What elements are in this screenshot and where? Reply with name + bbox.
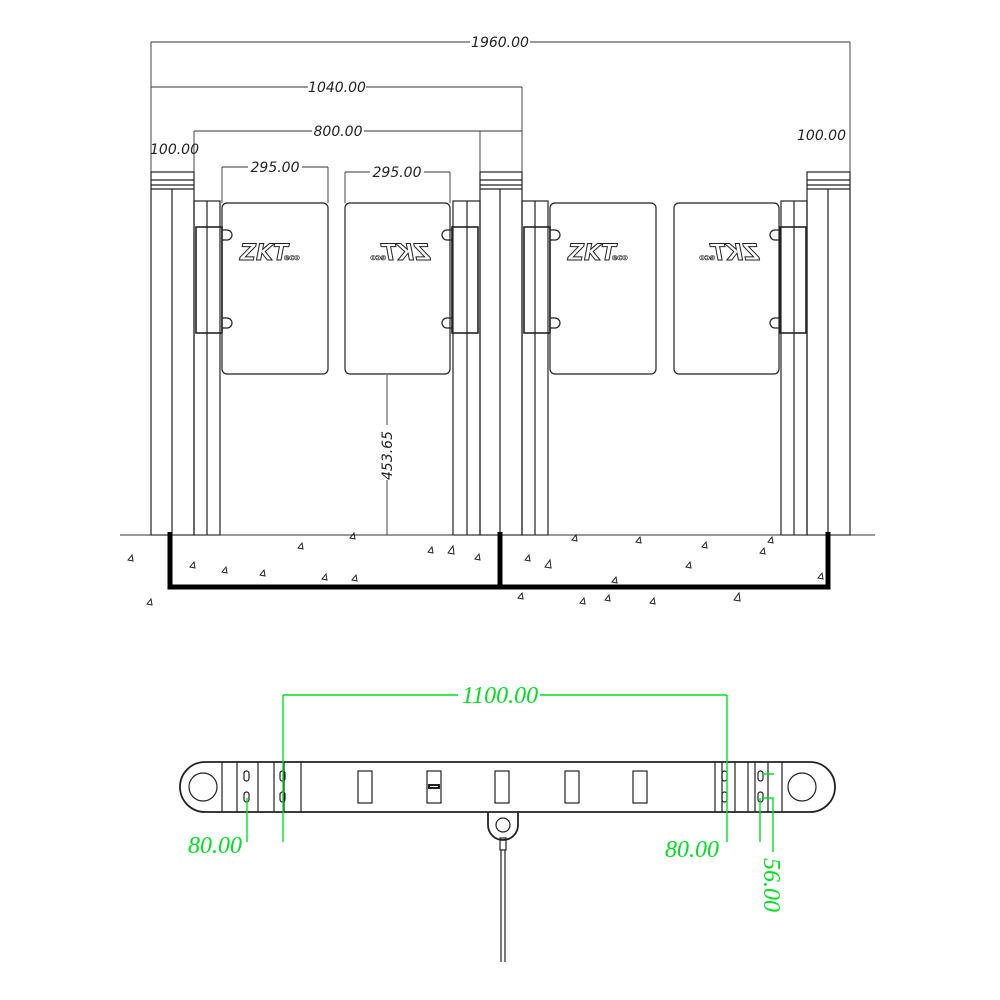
dim-left-100: 100.00 <box>150 142 199 158</box>
zkt-logo-mirrored: ZKT <box>380 241 431 266</box>
cable <box>500 850 506 962</box>
zkt-logo: ZKT <box>239 241 290 266</box>
center-post <box>479 171 523 536</box>
dimension-height: 453.65 <box>378 375 396 535</box>
dimension-panel-right: 295.00 <box>344 163 451 203</box>
left-outer-post <box>150 171 195 536</box>
plan-view-base <box>179 761 836 962</box>
rectangular-cutouts <box>357 770 648 804</box>
mounting-hole-left <box>188 772 218 802</box>
dimension-passage: 800.00 <box>193 122 522 201</box>
dimension-span: 1040.00 <box>151 78 523 172</box>
gate-cabinet-3 <box>521 200 561 536</box>
cable-bracket <box>487 812 519 841</box>
slots <box>243 770 764 803</box>
dim-1100: 1100.00 <box>462 683 538 709</box>
dim-295-right: 295.00 <box>373 165 422 181</box>
gate-cabinet-2 <box>441 200 481 536</box>
plan-dimension-56: 56.00 <box>758 773 784 912</box>
svg-text:eco: eco <box>370 253 386 262</box>
plan-dimension-1100: 1100.00 <box>282 680 728 842</box>
svg-text:eco: eco <box>699 253 715 262</box>
gate-cabinet-1 <box>193 200 233 536</box>
right-outer-post <box>806 171 851 536</box>
gate-cabinet-4 <box>769 200 808 536</box>
svg-text:eco: eco <box>612 253 628 262</box>
dim-1040: 1040.00 <box>308 80 366 96</box>
dim-80-left: 80.00 <box>188 833 242 859</box>
dim-right-100: 100.00 <box>797 128 846 144</box>
dim-295-left: 295.00 <box>251 160 300 176</box>
ground <box>120 531 875 606</box>
mounting-hole-right <box>787 772 817 802</box>
glass-panel-1: ZKT eco <box>221 202 329 375</box>
concrete-hatch <box>127 531 824 606</box>
glass-panel-3: ZKT eco <box>549 202 657 375</box>
zkt-logo-mirrored: ZKT <box>709 241 760 266</box>
dim-453-65: 453.65 <box>380 431 396 480</box>
dimension-panel-left: 295.00 <box>221 158 329 203</box>
dim-800: 800.00 <box>314 124 363 140</box>
dim-80-right: 80.00 <box>665 837 719 863</box>
glass-panel-2: ZKT eco <box>344 202 451 375</box>
zkt-logo: ZKT <box>567 241 618 266</box>
glass-panel-4: ZKT eco <box>673 202 780 375</box>
dim-56: 56.00 <box>758 858 784 912</box>
dimension-overall: 1960.00 <box>150 33 851 172</box>
dim-1960: 1960.00 <box>471 35 529 51</box>
svg-text:eco: eco <box>284 253 300 262</box>
